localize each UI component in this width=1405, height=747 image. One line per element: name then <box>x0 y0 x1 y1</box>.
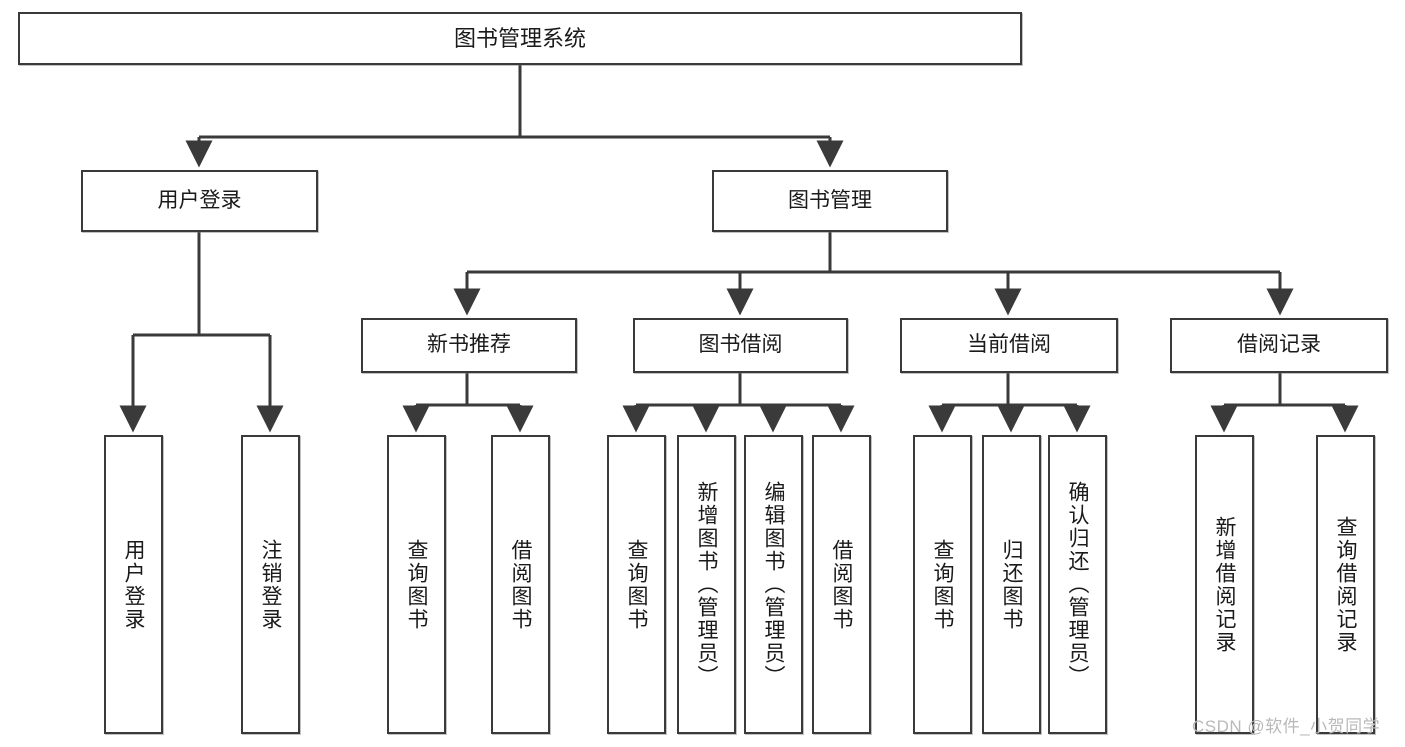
node-book-management-label: 图书管理 <box>788 188 872 212</box>
node-leaf-borrow-book-1-label: 借阅图书 <box>509 538 532 631</box>
node-current-borrow[interactable]: 当前借阅 <box>900 318 1118 373</box>
node-leaf-user-login[interactable]: 用户登录 <box>104 435 163 734</box>
node-leaf-add-book[interactable]: 新增图书（管理员） <box>677 435 736 734</box>
node-leaf-borrow-book-1[interactable]: 借阅图书 <box>491 435 550 734</box>
node-current-borrow-label: 当前借阅 <box>967 333 1051 357</box>
node-leaf-user-logout[interactable]: 注销登录 <box>241 435 300 734</box>
node-leaf-borrow-book-2-label: 借阅图书 <box>830 538 853 631</box>
node-borrow-record-label: 借阅记录 <box>1237 333 1321 357</box>
node-new-book-recommend-label: 新书推荐 <box>427 333 511 357</box>
node-leaf-query-record[interactable]: 查询借阅记录 <box>1316 435 1375 734</box>
node-leaf-query-record-label: 查询借阅记录 <box>1334 515 1357 654</box>
node-leaf-add-book-label: 新增图书（管理员） <box>695 481 718 688</box>
watermark: CSDN @软件_小贺同学 <box>1192 717 1381 736</box>
node-leaf-add-record[interactable]: 新增借阅记录 <box>1195 435 1254 734</box>
node-leaf-query-book-3[interactable]: 查询图书 <box>913 435 972 734</box>
node-leaf-query-book-1-label: 查询图书 <box>405 538 428 631</box>
node-leaf-confirm-return-label: 确认归还（管理员） <box>1066 481 1089 688</box>
node-leaf-edit-book-label: 编辑图书（管理员） <box>762 481 785 688</box>
node-book-borrow[interactable]: 图书借阅 <box>633 318 848 373</box>
node-leaf-query-book-1[interactable]: 查询图书 <box>387 435 446 734</box>
node-leaf-confirm-return[interactable]: 确认归还（管理员） <box>1048 435 1107 734</box>
node-leaf-return-book-label: 归还图书 <box>1000 538 1023 631</box>
node-leaf-borrow-book-2[interactable]: 借阅图书 <box>812 435 871 734</box>
node-leaf-return-book[interactable]: 归还图书 <box>982 435 1041 734</box>
node-leaf-add-record-label: 新增借阅记录 <box>1213 515 1236 654</box>
node-user-login-label: 用户登录 <box>157 188 242 212</box>
node-borrow-record[interactable]: 借阅记录 <box>1170 318 1388 373</box>
node-user-login[interactable]: 用户登录 <box>81 170 318 232</box>
node-leaf-edit-book[interactable]: 编辑图书（管理员） <box>744 435 803 734</box>
node-book-management[interactable]: 图书管理 <box>712 170 948 232</box>
node-book-borrow-label: 图书借阅 <box>698 333 783 357</box>
node-leaf-query-book-2[interactable]: 查询图书 <box>607 435 666 734</box>
node-new-book-recommend[interactable]: 新书推荐 <box>361 318 577 373</box>
node-leaf-user-logout-label: 注销登录 <box>259 538 282 631</box>
node-leaf-query-book-2-label: 查询图书 <box>625 538 648 631</box>
node-root[interactable]: 图书管理系统 <box>18 12 1022 65</box>
node-leaf-query-book-3-label: 查询图书 <box>931 538 954 631</box>
node-root-label: 图书管理系统 <box>453 25 586 51</box>
node-leaf-user-login-label: 用户登录 <box>122 538 145 631</box>
